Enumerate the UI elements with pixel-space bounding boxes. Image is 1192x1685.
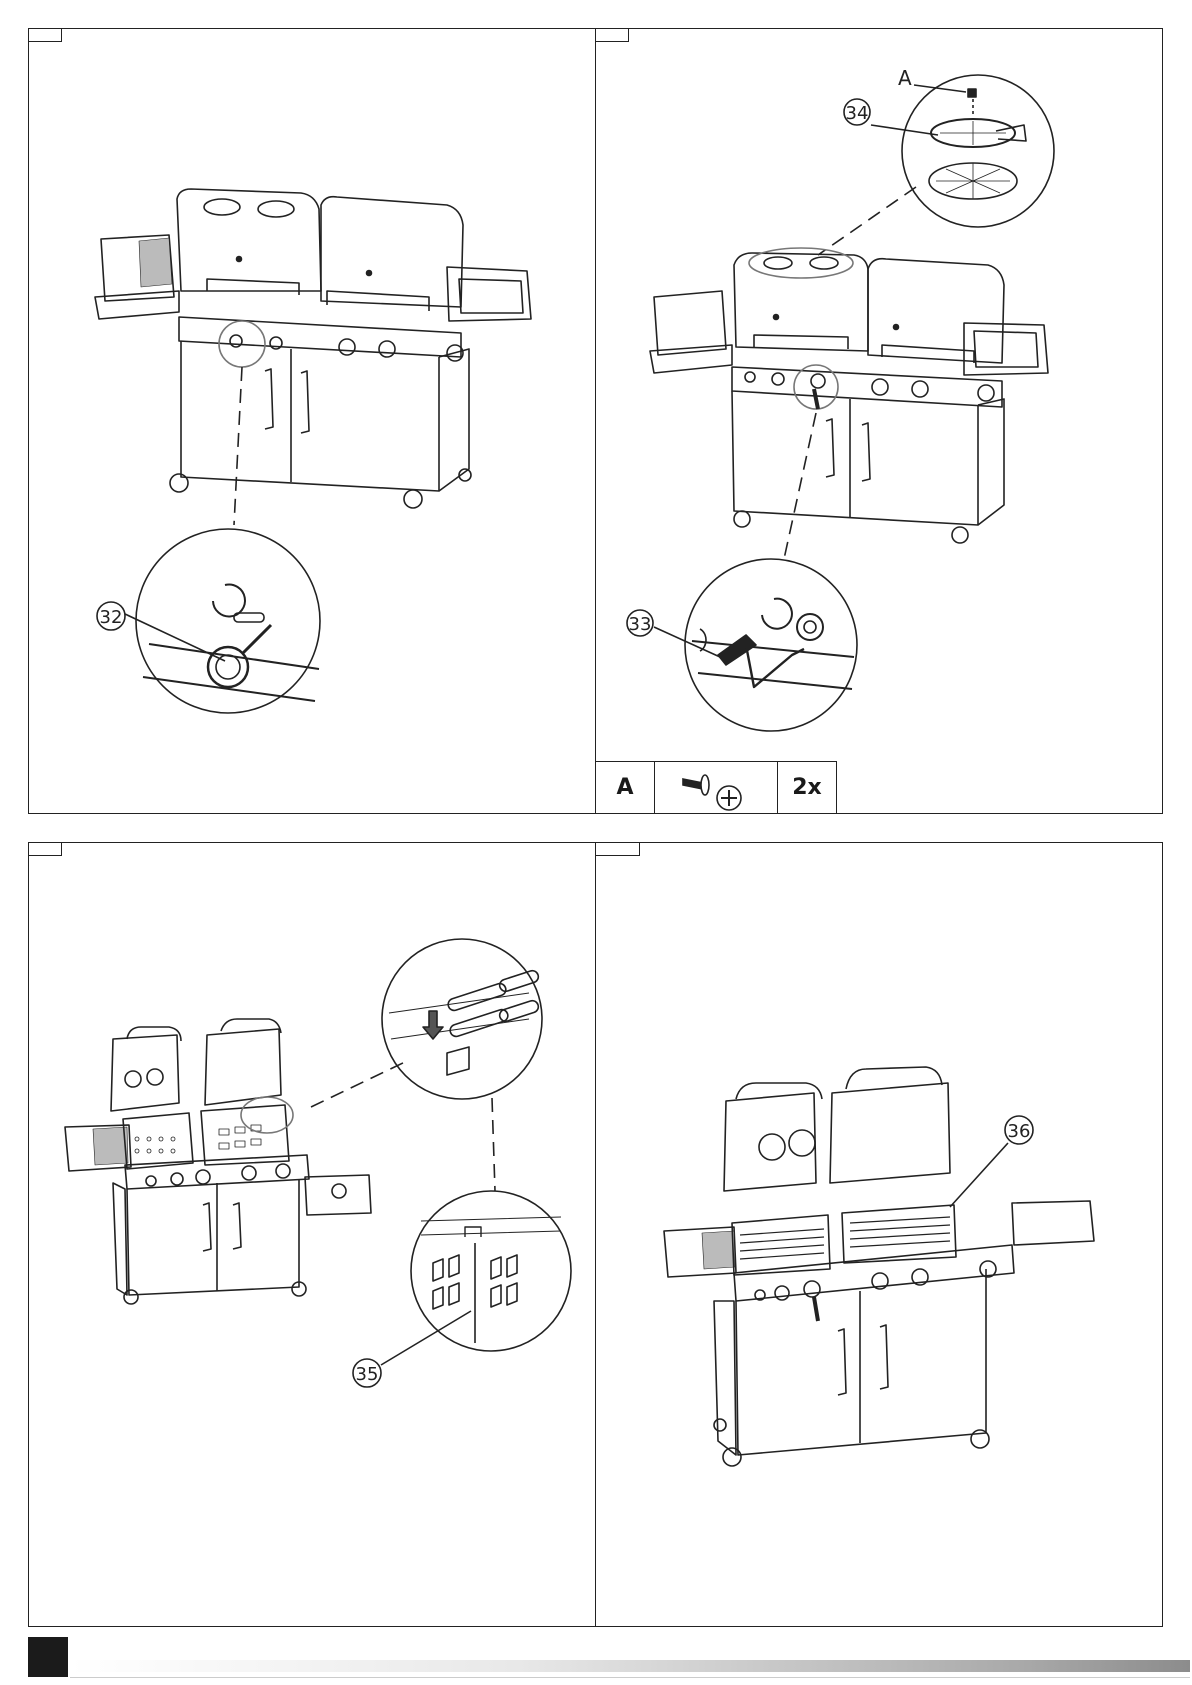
step-panel-1: 32: [28, 28, 596, 814]
part-36-label: 36: [1008, 1121, 1031, 1142]
grill-illustration: 35: [29, 843, 597, 1628]
part-33-label: 33: [629, 614, 652, 635]
part-32-label: 32: [100, 607, 123, 628]
hardware-a-label: A: [898, 66, 912, 90]
step-panel-4: 36: [595, 842, 1163, 1627]
footer-gradient-bar: [70, 1660, 1190, 1672]
page-marker: [28, 1637, 68, 1677]
part-35-label: 35: [356, 1364, 379, 1385]
hardware-letter: A: [596, 762, 654, 813]
screw-icon: [654, 762, 777, 813]
grill-illustration: 32: [29, 29, 597, 815]
step-panel-2: A 34: [595, 28, 1163, 814]
grill-illustration: 36: [596, 843, 1164, 1628]
step-panel-3: 35: [28, 842, 596, 1627]
hardware-table: A 2x: [596, 761, 837, 813]
footer-rule: [70, 1677, 1190, 1678]
part-34-label: 34: [846, 103, 869, 124]
hardware-quantity: 2x: [777, 762, 836, 813]
grill-illustration: A 34: [596, 29, 1164, 815]
